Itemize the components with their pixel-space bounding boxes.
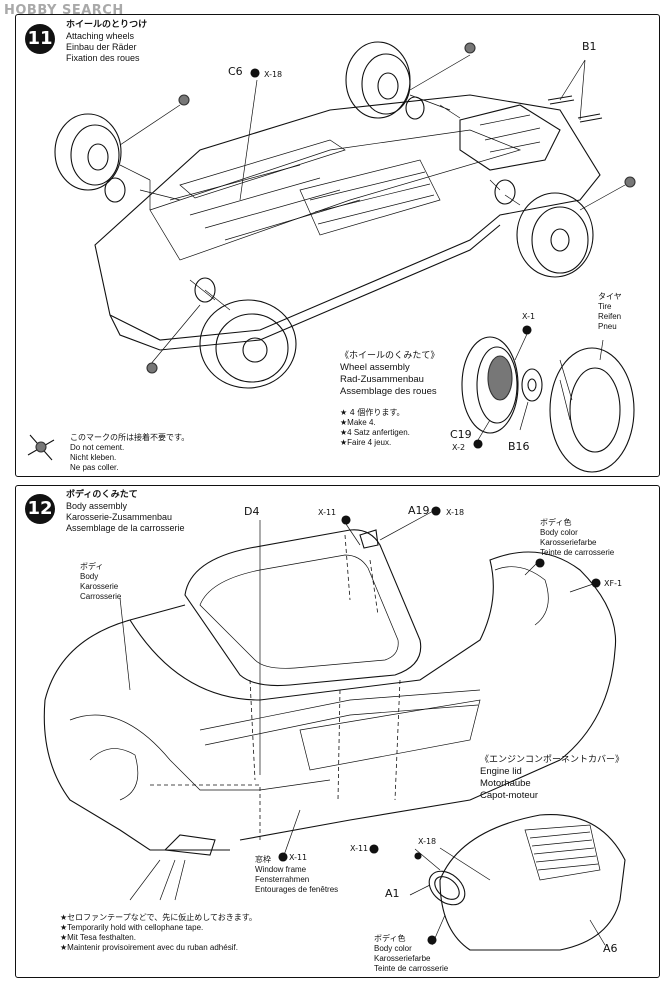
no-cement-note: このマークの所は接着不要です。 Do not cement. Nicht kle… [70,433,189,473]
tire-label-de: Reifen [598,312,622,321]
tire-label-en: Tire [598,302,612,311]
tire-label: タイヤ Tire Reifen Pneu [598,292,622,332]
part-a1-label: A1 [385,887,400,900]
make-four-note: ★ 4 個作ります。 ★Make 4. ★4 Satz anfertigen. … [340,408,410,448]
body-color-lid-jp: ボディ色 [374,934,406,943]
step-11-title-de: Einbau der Räder [66,42,137,52]
step-11-title-jp: ホイールのとりつけ [66,20,148,30]
no-cement-fr: Ne pas coller. [70,463,119,472]
part-xf1-label: XF-1 [604,579,623,588]
body-color-lid-de: Karosseriefarbe [374,954,431,963]
window-frame-label: 窓枠 Window frame Fensterrahmen Entourages… [255,855,338,895]
body-label-de: Karosserie [80,582,119,591]
part-x11-frame-label: X-11 [289,853,308,862]
step-11-title: ホイールのとりつけ Attaching wheels Einbau der Rä… [66,20,147,64]
body-label-jp: ボディ [80,562,104,571]
part-d4-label: D4 [244,505,260,518]
body-color-label: ボディ色 Body color Karosseriefarbe Teinte d… [540,518,614,558]
window-frame-jp: 窓枠 [255,855,271,864]
step-11-title-en: Attaching wheels [66,31,135,41]
engine-lid-label: 《エンジンコンポーネントカバー》 Engine lid Motorhaube C… [480,754,624,802]
no-cement-en: Do not cement. [70,443,125,452]
make-four-jp: ★ 4 個作ります。 [340,408,405,417]
tape-note-en: ★Temporarily hold with cellophane tape. [60,923,204,932]
part-b16-label: B16 [508,440,530,453]
step-12-panel [15,485,660,978]
part-b1-label: B1 [582,40,597,53]
tire-label-fr: Pneu [598,322,617,331]
tape-note-fr: ★Maintenir provisoirement avec du ruban … [60,943,238,952]
step-12-number: 12 [25,494,55,524]
body-label-en: Body [80,572,99,581]
wheel-assembly-label: 《ホイールのくみたて》 Wheel assembly Rad-Zusammenb… [340,350,439,398]
engine-lid-fr: Capot-moteur [480,790,539,801]
step-12-title-fr: Assemblage de la carrosserie [66,523,185,533]
step-11-panel [15,14,660,477]
part-x18-top-label: X-18 [446,508,465,517]
part-x11-lid-label: X-11 [350,844,369,853]
body-label-fr: Carrosserie [80,592,122,601]
wheel-assembly-jp: 《ホイールのくみたて》 [340,351,440,361]
part-x18-label: X-18 [264,70,283,79]
engine-lid-jp: 《エンジンコンポーネントカバー》 [480,755,625,765]
tape-note-jp: ★セロファンテープなどで、先に仮止めしておきます。 [60,913,257,922]
part-c6-label: C6 [228,65,243,78]
tape-note: ★セロファンテープなどで、先に仮止めしておきます。 ★Temporarily h… [60,913,257,953]
body-color-lid-fr: Teinte de carrosserie [374,964,449,973]
part-a6-label: A6 [603,942,618,955]
part-x11-top-label: X-11 [318,508,337,517]
make-four-en: ★Make 4. [340,418,376,427]
body-color-de: Karosseriefarbe [540,538,597,547]
step-12-title: ボディのくみたて Body assembly Karosserie-Zusamm… [66,490,185,534]
window-frame-de: Fensterrahmen [255,875,310,884]
wheel-assembly-fr: Assemblage des roues [340,386,437,397]
wheel-assembly-de: Rad-Zusammenbau [340,374,424,385]
step-11-title-fr: Fixation des roues [66,53,140,63]
body-color-lid-label: ボディ色 Body color Karosseriefarbe Teinte d… [374,934,448,974]
part-a19-label: A19 [408,504,430,517]
step-12-title-de: Karosserie-Zusammenbau [66,512,173,522]
part-c19-label: C19 [450,428,472,441]
no-cement-jp: このマークの所は接着不要です。 [70,433,190,442]
no-cement-de: Nicht kleben. [70,453,117,462]
step-12-title-jp: ボディのくみたて [66,490,138,500]
step-12-title-en: Body assembly [66,501,128,511]
part-x1-label: X-1 [522,312,536,321]
window-frame-en: Window frame [255,865,307,874]
make-four-de: ★4 Satz anfertigen. [340,428,410,437]
engine-lid-en: Engine lid [480,766,522,777]
part-x2-label: X-2 [452,443,466,452]
body-color-lid-en: Body color [374,944,412,953]
body-color-fr: Teinte de carrosserie [540,548,615,557]
part-x18-lid-label: X-18 [418,837,437,846]
make-four-fr: ★Faire 4 jeux. [340,438,392,447]
tire-label-jp: タイヤ [598,292,622,301]
body-color-en: Body color [540,528,578,537]
tape-note-de: ★Mit Tesa festhalten. [60,933,136,942]
engine-lid-de: Motorhaube [480,778,531,789]
body-color-jp: ボディ色 [540,518,572,527]
wheel-assembly-en: Wheel assembly [340,362,410,373]
window-frame-fr: Entourages de fenêtres [255,885,339,894]
step-11-number: 11 [25,24,55,54]
body-label: ボディ Body Karosserie Carrosserie [80,562,121,602]
